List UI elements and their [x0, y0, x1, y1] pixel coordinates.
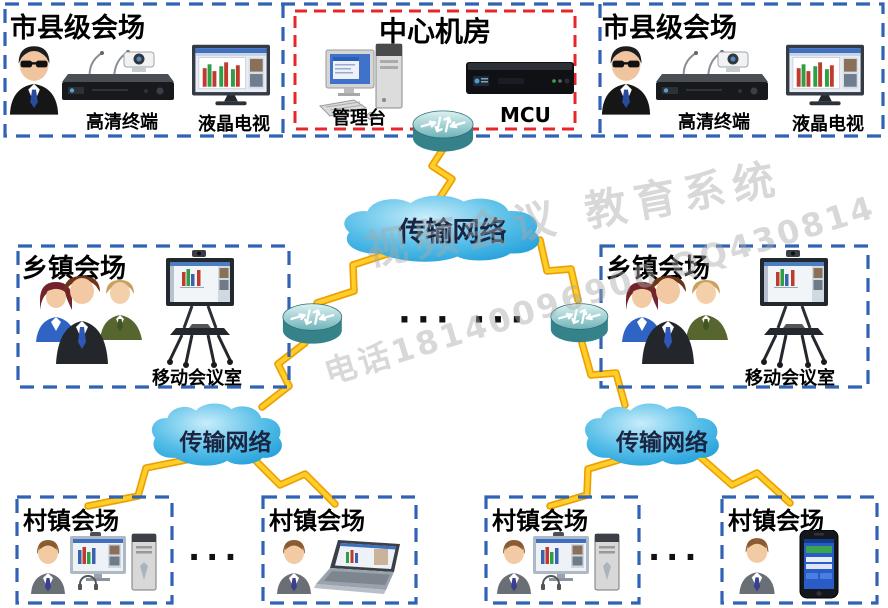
- link-right-router-to-right-cloud: [578, 339, 629, 409]
- mid-ellipsis: ··· ···: [398, 300, 530, 340]
- lightning-links: [84, 139, 794, 510]
- link-mcu-router-to-core-cloud: [428, 139, 456, 206]
- link-core-cloud-to-left-router: [313, 249, 394, 307]
- village4-border: [720, 495, 879, 605]
- core-cloud-label: 传输网络: [398, 217, 507, 248]
- link-left-cloud-to-village1: [84, 454, 200, 510]
- person-avatar-icon: [496, 538, 532, 594]
- city-venue-right-title: 市县级会场: [602, 13, 737, 44]
- right-cloud-label: 传输网络: [616, 430, 708, 456]
- lcd-tv-icon: [786, 44, 864, 108]
- village1-border: [15, 495, 174, 605]
- link-right-cloud-to-village4: [694, 451, 794, 507]
- core-router-icon: [411, 109, 475, 153]
- mobile-conference-cart-icon: [756, 250, 832, 368]
- executive-avatar-icon: [600, 42, 654, 116]
- left-cloud-label: 传输网络: [179, 430, 272, 456]
- desktop-pc-icon: [533, 532, 621, 594]
- link-left-cloud-to-village2: [246, 451, 339, 508]
- mobile-conference-cart-icon: [162, 250, 238, 368]
- bottom-left-ellipsis: ···: [188, 538, 243, 576]
- attendee-group-icon: [618, 274, 730, 364]
- link-left-router-to-left-cloud: [258, 339, 309, 411]
- city-venue-left-title: 市县级会场: [10, 13, 145, 44]
- hd-terminal-label: 高清终端: [678, 112, 750, 133]
- executive-avatar-icon: [8, 42, 62, 116]
- laptop-icon: [312, 540, 408, 596]
- hd-terminal-icon: [62, 44, 174, 104]
- hd-terminal-icon: [656, 44, 768, 104]
- lcd-tv-label: 液晶电视: [198, 114, 270, 135]
- console-label: 管理台: [332, 108, 386, 129]
- mcu-label: MCU: [500, 103, 551, 127]
- lcd-tv-label: 液晶电视: [792, 114, 864, 135]
- smartphone-icon: [796, 529, 842, 600]
- desktop-pc-icon: [70, 532, 158, 594]
- link-right-cloud-to-village3: [546, 454, 629, 510]
- village3-border: [484, 495, 641, 605]
- center-room-title: 中心机房: [378, 15, 491, 48]
- person-avatar-icon: [30, 538, 66, 594]
- person-avatar-icon: [276, 538, 312, 594]
- link-core-cloud-to-right-router: [536, 236, 582, 304]
- lcd-tv-icon: [192, 44, 270, 108]
- mobile-room-label: 移动会议室: [745, 368, 835, 389]
- village2-title: 村镇会场: [269, 507, 365, 535]
- right-router-icon: [549, 302, 609, 344]
- attendee-group-icon: [32, 274, 144, 364]
- village1-title: 村镇会场: [23, 507, 119, 535]
- hd-terminal-label: 高清终端: [86, 112, 158, 133]
- left-router-icon: [281, 302, 343, 345]
- person-avatar-icon: [738, 536, 776, 594]
- mobile-room-label: 移动会议室: [152, 368, 242, 389]
- management-console-icon: [318, 42, 412, 122]
- mcu-device-icon: [466, 60, 574, 96]
- village2-border: [261, 495, 418, 605]
- village3-title: 村镇会场: [492, 507, 588, 535]
- bottom-right-ellipsis: ···: [648, 538, 703, 576]
